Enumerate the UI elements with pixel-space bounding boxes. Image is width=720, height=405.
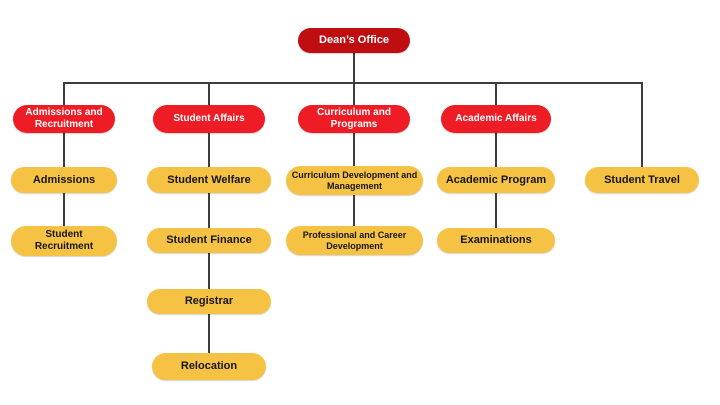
node-relocation: Relocation bbox=[152, 353, 266, 380]
node-student-welfare: Student Welfare bbox=[147, 167, 271, 193]
node-admissions-and-recruitment: Admissions and Recruitment bbox=[13, 105, 115, 133]
connector-col2-seg4 bbox=[208, 312, 210, 355]
node-student-affairs: Student Affairs bbox=[153, 105, 265, 133]
connector-drop-admissions-recruitment bbox=[63, 82, 65, 106]
node-student-recruitment: Student Recruitment bbox=[11, 226, 117, 256]
connector-col4-seg1 bbox=[495, 131, 497, 169]
node-professional-and-career-development: Professional and Career Development bbox=[286, 226, 423, 255]
connector-col1-seg2 bbox=[63, 191, 65, 228]
connector-col2-seg1 bbox=[208, 131, 210, 169]
node-deans-office: Dean’s Office bbox=[298, 28, 410, 53]
connector-drop-curriculum-programs bbox=[353, 82, 355, 106]
connector-drop-student-travel bbox=[641, 82, 643, 169]
connector-col3-seg2 bbox=[353, 193, 355, 228]
connector-col1-seg1 bbox=[63, 131, 65, 169]
node-curriculum-development-and-management: Curriculum Development and Management bbox=[286, 166, 423, 195]
node-examinations: Examinations bbox=[437, 228, 555, 253]
node-admissions: Admissions bbox=[11, 167, 117, 193]
connector-col3-seg1 bbox=[353, 131, 355, 168]
connector-col2-seg2 bbox=[208, 191, 210, 230]
connector-col2-seg3 bbox=[208, 251, 210, 291]
node-registrar: Registrar bbox=[147, 289, 271, 314]
connector-root-drop bbox=[353, 52, 355, 83]
node-academic-affairs: Academic Affairs bbox=[441, 105, 551, 133]
node-academic-program: Academic Program bbox=[437, 167, 555, 193]
node-curriculum-and-programs: Curriculum and Programs bbox=[298, 105, 410, 133]
connector-drop-student-affairs bbox=[208, 82, 210, 106]
connector-col4-seg2 bbox=[495, 191, 497, 230]
node-student-travel: Student Travel bbox=[585, 167, 699, 193]
connector-drop-academic-affairs bbox=[495, 82, 497, 106]
node-student-finance: Student Finance bbox=[147, 228, 271, 253]
